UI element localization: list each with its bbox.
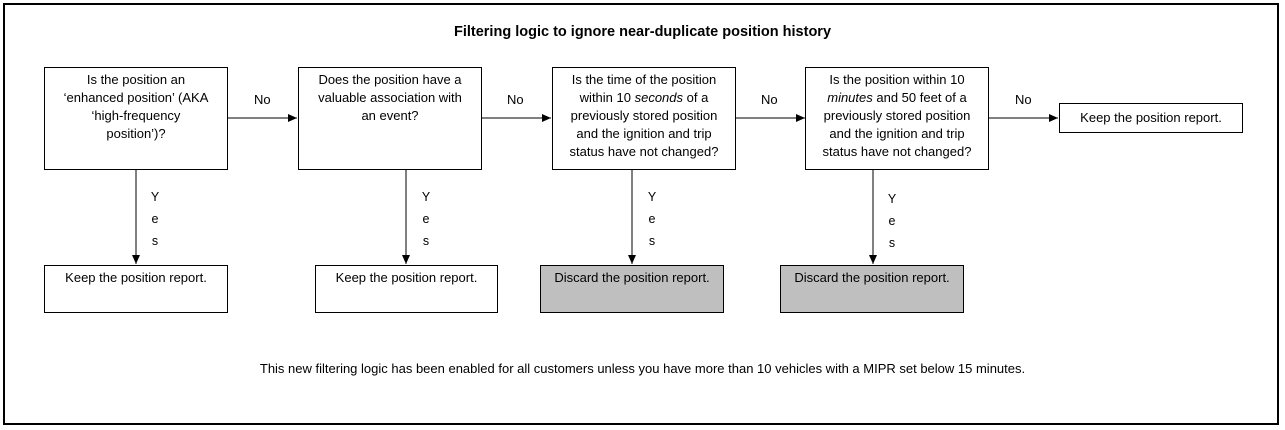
outcome-keep-1: Keep the position report.	[44, 265, 228, 313]
diagram-frame	[3, 3, 1279, 425]
final-keep-outcome: Keep the position report.	[1059, 103, 1243, 133]
question-enhanced-position: Is the position an ‘enhanced position’ (…	[44, 67, 228, 170]
footer-note: This new filtering logic has been enable…	[259, 361, 1026, 376]
no-label-1: No	[254, 92, 271, 107]
question-3-line-2: within 10 seconds of a	[579, 90, 709, 105]
no-label-2: No	[507, 92, 524, 107]
diagram-title: Filtering logic to ignore near-duplicate…	[453, 24, 832, 40]
outcome-keep-2: Keep the position report.	[315, 265, 498, 313]
outcome-discard-1: Discard the position report.	[540, 265, 724, 313]
question-event-association: Does the position have a valuable associ…	[298, 67, 482, 170]
no-label-4: No	[1015, 92, 1032, 107]
question-within-10-minutes: Is the position within 10 minutes and 50…	[805, 67, 989, 170]
question-within-10-seconds: Is the time of the position within 10 se…	[552, 67, 736, 170]
outcome-discard-2: Discard the position report.	[780, 265, 964, 313]
question-4-line-2: minutes and 50 feet of a	[827, 90, 967, 105]
no-label-3: No	[761, 92, 778, 107]
